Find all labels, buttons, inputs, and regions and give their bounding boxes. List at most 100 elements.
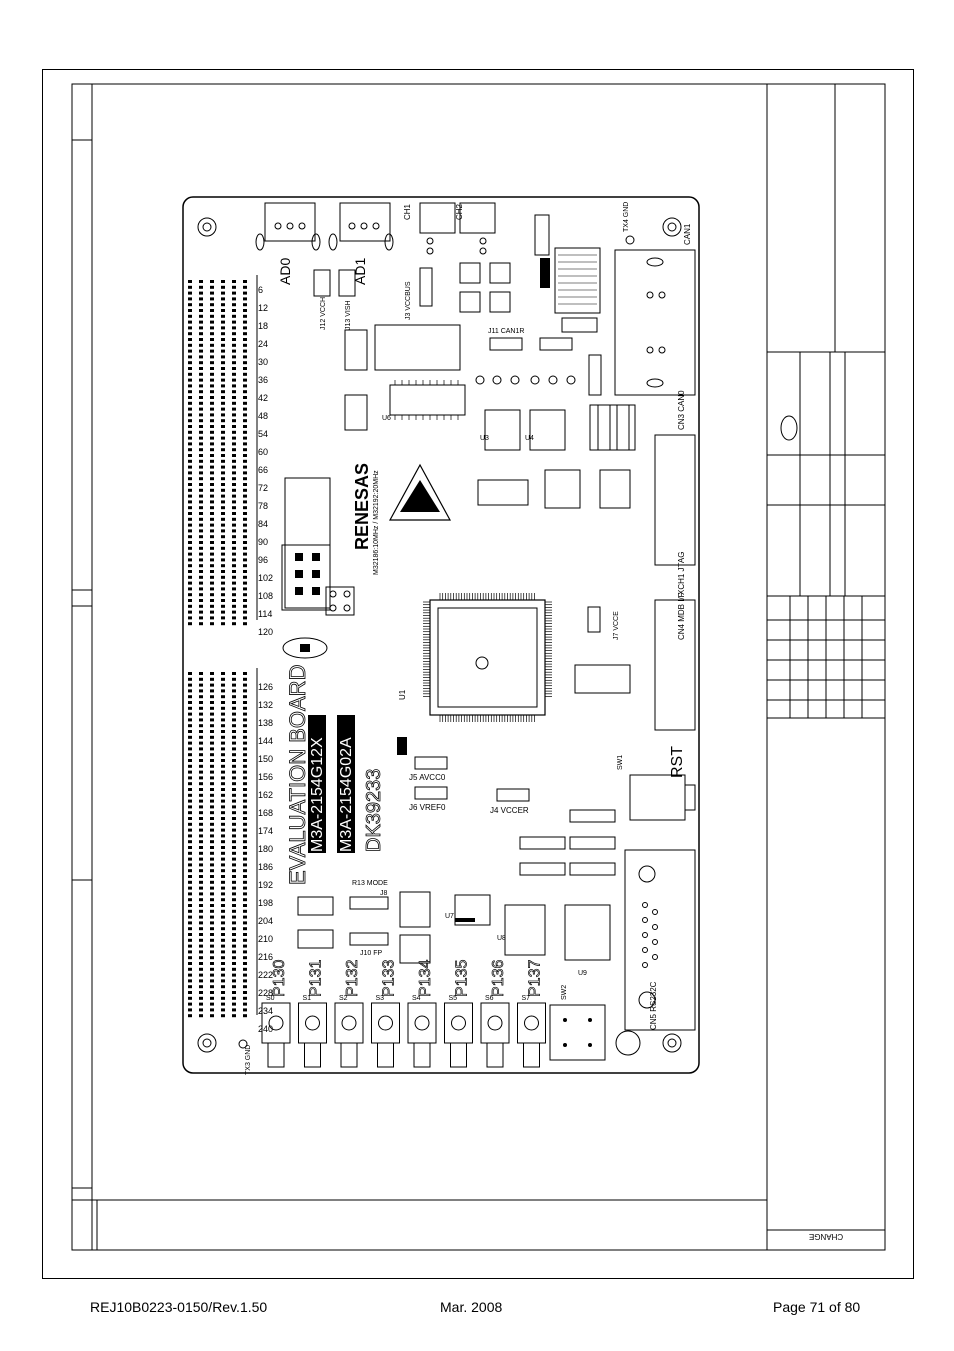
header-pin xyxy=(221,407,225,411)
header-pin xyxy=(199,280,203,283)
header-pin xyxy=(232,558,236,562)
pin-number-label: 12 xyxy=(258,303,268,313)
header-pin xyxy=(188,875,192,878)
header-pin xyxy=(210,706,214,710)
switch-label: P130 xyxy=(271,960,288,997)
pushbutton-switch xyxy=(444,1002,473,1044)
header-pin xyxy=(232,349,236,353)
header-pin xyxy=(243,459,247,463)
j7-label: J7 VCCE xyxy=(613,611,620,640)
header-pin xyxy=(232,604,236,608)
header-pin xyxy=(210,459,214,463)
header-pin xyxy=(243,921,247,925)
ch1-label: CH1 xyxy=(403,203,412,220)
header-pin xyxy=(221,471,225,475)
header-pin xyxy=(221,610,225,614)
header-pin xyxy=(199,541,203,544)
header-pin xyxy=(232,985,236,989)
header-pin xyxy=(243,898,247,902)
switch-sublabel: S5 xyxy=(449,995,458,1002)
header-pin xyxy=(188,477,192,481)
header-pin xyxy=(221,857,225,861)
header-pin xyxy=(199,332,203,336)
header-pin xyxy=(210,297,214,301)
header-pin xyxy=(199,396,203,399)
header-pin xyxy=(210,1008,214,1012)
header-pin xyxy=(243,436,247,440)
header-pin xyxy=(188,962,192,965)
header-pin xyxy=(232,944,236,948)
header-pin xyxy=(221,962,225,965)
header-pin xyxy=(210,523,214,527)
header-pin xyxy=(232,979,236,983)
header-pin xyxy=(232,753,236,757)
header-pin xyxy=(221,500,225,504)
header-pin xyxy=(188,523,192,527)
header-pin xyxy=(232,401,236,405)
header-pin xyxy=(210,950,214,954)
header-pin xyxy=(243,677,247,681)
header-pin xyxy=(232,741,236,745)
header-pin xyxy=(199,834,203,838)
header-pin xyxy=(221,396,225,399)
header-pin xyxy=(232,320,236,324)
header-pin xyxy=(221,291,225,295)
can1-label: CAN1 xyxy=(683,223,692,245)
header-pin xyxy=(188,695,192,699)
header-pin xyxy=(199,718,203,722)
switch-sublabel: S4 xyxy=(412,995,421,1002)
header-pin xyxy=(188,471,192,475)
header-pin xyxy=(221,793,225,797)
header-pin xyxy=(210,701,214,704)
header-pin xyxy=(210,886,214,890)
header-pin xyxy=(221,927,225,931)
header-pin xyxy=(243,425,247,428)
header-pin xyxy=(232,799,236,803)
header-pin xyxy=(221,834,225,838)
cn5-label: CN5 RS232C xyxy=(649,981,658,1030)
header-pin xyxy=(243,985,247,989)
header-pin xyxy=(232,683,236,687)
header-pin xyxy=(243,349,247,353)
header-pin xyxy=(232,419,236,423)
header-pin xyxy=(232,730,236,733)
header-pin xyxy=(210,962,214,965)
header-pin xyxy=(221,741,225,745)
header-pin xyxy=(188,944,192,948)
header-pin xyxy=(188,996,192,1000)
header-pin xyxy=(232,332,236,336)
header-pin xyxy=(243,996,247,1000)
header-pin xyxy=(199,811,203,815)
header-pin xyxy=(188,372,192,376)
header-pin xyxy=(243,753,247,757)
header-pin xyxy=(199,805,203,809)
header-pin xyxy=(243,822,247,826)
header-pin xyxy=(188,599,192,602)
header-pin xyxy=(188,991,192,994)
u4-label: U4 xyxy=(525,435,534,442)
header-pin xyxy=(188,575,192,579)
j11-label: J11 CAN1R xyxy=(488,328,524,335)
header-pin xyxy=(199,1008,203,1012)
header-pin xyxy=(221,390,225,394)
header-pin xyxy=(221,840,225,844)
header-pin xyxy=(210,683,214,687)
header-pin xyxy=(243,570,247,573)
pin-number-label: 78 xyxy=(258,501,268,511)
header-pin xyxy=(232,991,236,994)
header-pin xyxy=(199,793,203,797)
header-pin xyxy=(210,384,214,388)
header-pin xyxy=(243,950,247,954)
header-pin xyxy=(243,689,247,693)
header-pin xyxy=(210,892,214,896)
header-pin xyxy=(188,425,192,428)
header-pin xyxy=(210,419,214,423)
header-pin xyxy=(232,343,236,347)
j6-label: J6 VREF0 xyxy=(409,803,446,812)
mcu-u1 xyxy=(429,599,546,716)
header-pin xyxy=(210,442,214,446)
header-pin xyxy=(243,927,247,931)
pin-number-label: 42 xyxy=(258,393,268,403)
header-pin xyxy=(243,454,247,457)
header-pin xyxy=(188,764,192,768)
